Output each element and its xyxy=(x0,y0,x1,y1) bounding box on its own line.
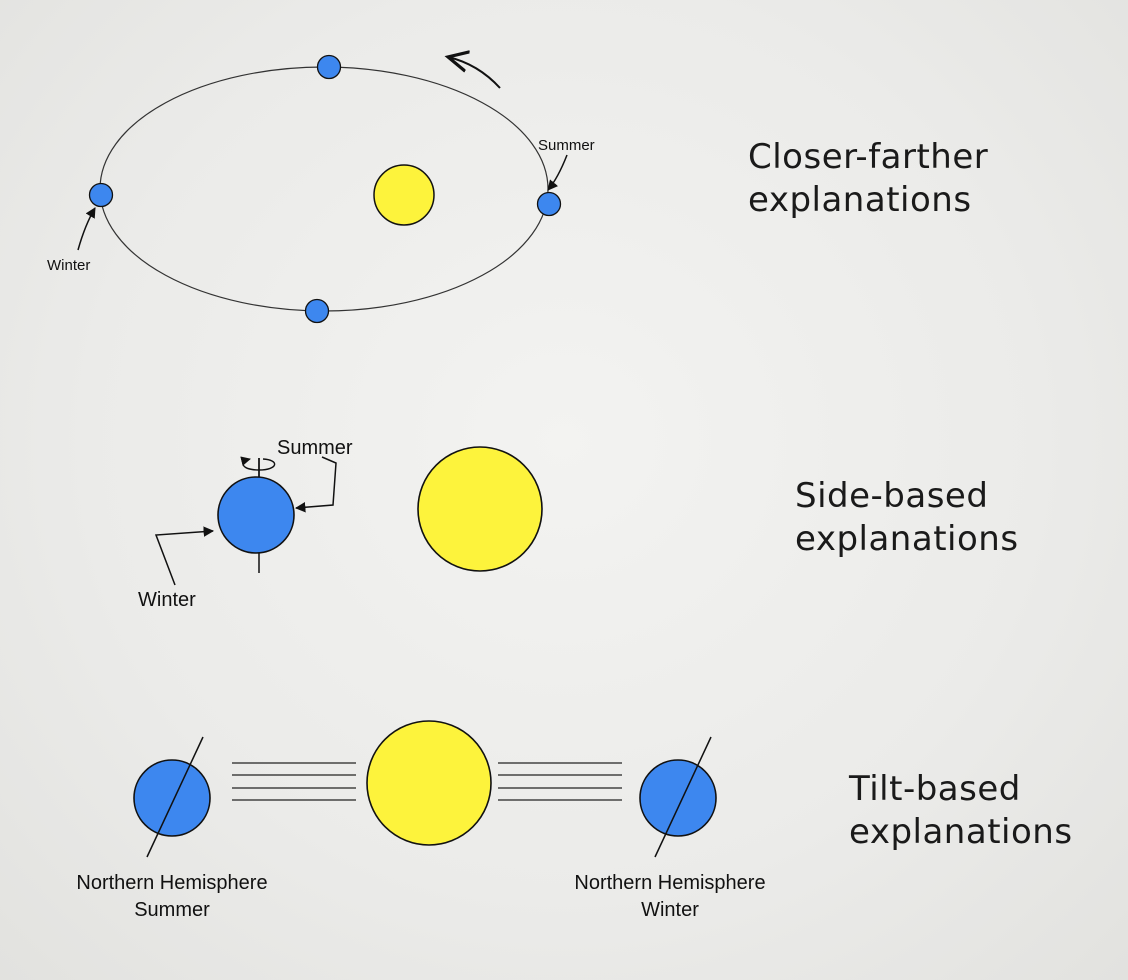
heading-line-1: Tilt-based xyxy=(849,769,1021,809)
heading-line-2: explanations xyxy=(849,812,1073,852)
tilt-based-diagram: Northern Hemisphere Summer Northern Hemi… xyxy=(76,720,766,921)
right-label-line1: Northern Hemisphere xyxy=(574,872,765,894)
heading-line-1: Closer-farther xyxy=(748,137,989,177)
right-label-line2: Winter xyxy=(641,899,699,921)
closer-farther-heading: Closer-farther explanations xyxy=(748,136,988,222)
earth xyxy=(217,476,295,554)
left-label-line2: Summer xyxy=(134,899,210,921)
heading-line-2: explanations xyxy=(748,180,972,220)
sun xyxy=(366,720,492,846)
heading-line-2: explanations xyxy=(795,519,1019,559)
side-based-diagram: Summer Winter xyxy=(138,437,543,611)
side-based-heading: Side-based explanations xyxy=(795,475,1019,561)
summer-label: Summer xyxy=(277,437,353,459)
tilt-based-heading: Tilt-based explanations xyxy=(849,768,1073,854)
heading-line-1: Side-based xyxy=(795,476,989,516)
summer-label: Summer xyxy=(538,137,595,154)
closer-farther-diagram: Summer Winter xyxy=(47,54,595,324)
earth-orbit xyxy=(99,66,549,312)
rotation-arrow-icon xyxy=(240,456,276,471)
winter-label: Winter xyxy=(138,589,196,611)
earth-right-tilt-axis xyxy=(654,736,712,858)
left-label-line1: Northern Hemisphere xyxy=(76,872,267,894)
earth-right-summer xyxy=(536,191,562,217)
winter-label: Winter xyxy=(47,257,90,274)
sun xyxy=(373,164,435,226)
orbit-direction-arrow xyxy=(448,57,501,89)
earth-top xyxy=(316,54,342,80)
summer-pointer-arrow xyxy=(294,456,337,513)
earth-left-winter xyxy=(88,182,114,208)
winter-pointer-arrow xyxy=(154,526,215,586)
sunlight-rays-right xyxy=(498,762,622,801)
winter-pointer-arrow xyxy=(77,207,96,251)
earth-left-summer xyxy=(133,759,211,837)
earth-left-tilt-axis xyxy=(146,736,204,858)
summer-pointer-arrow xyxy=(547,154,568,191)
sun xyxy=(417,446,543,572)
earth-bottom xyxy=(304,298,330,324)
sunlight-rays-left xyxy=(232,762,356,801)
earth-right-winter xyxy=(639,759,717,837)
